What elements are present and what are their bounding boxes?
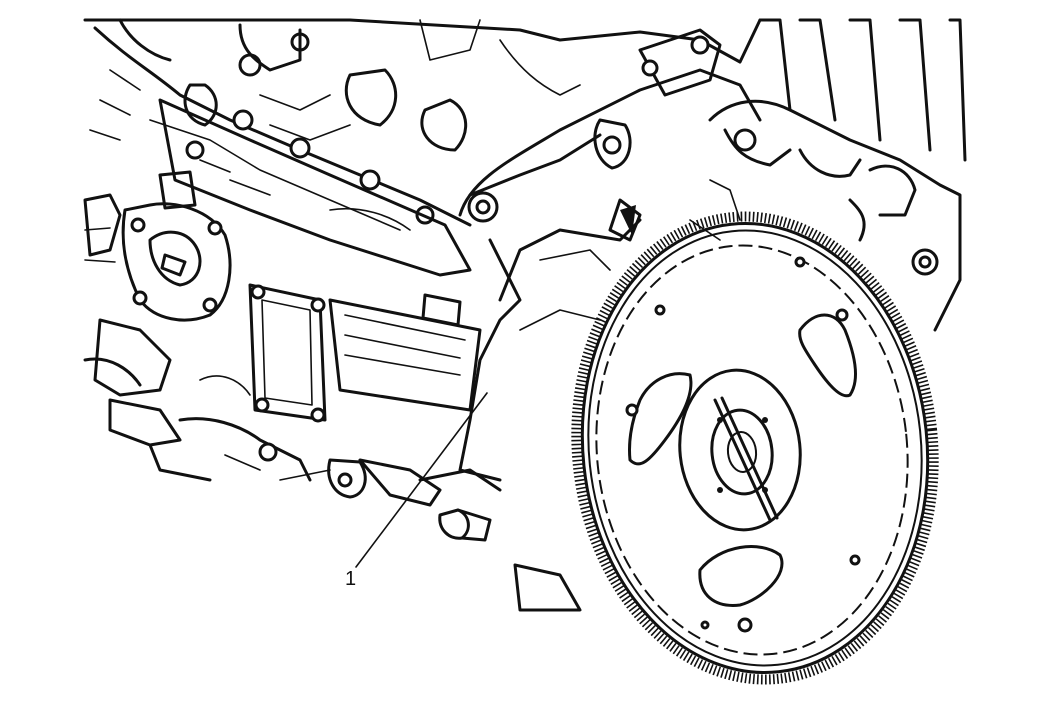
flywheel bbox=[571, 211, 939, 685]
callout-1: 1 bbox=[345, 392, 488, 590]
lower-engine-block bbox=[148, 283, 582, 612]
callout-label: 1 bbox=[345, 568, 356, 590]
rear-block-plate bbox=[689, 18, 967, 332]
cylinder-head bbox=[83, 18, 762, 277]
water-pump bbox=[83, 193, 232, 447]
engine-block-side bbox=[458, 28, 762, 482]
callout-leader-line bbox=[355, 392, 488, 568]
